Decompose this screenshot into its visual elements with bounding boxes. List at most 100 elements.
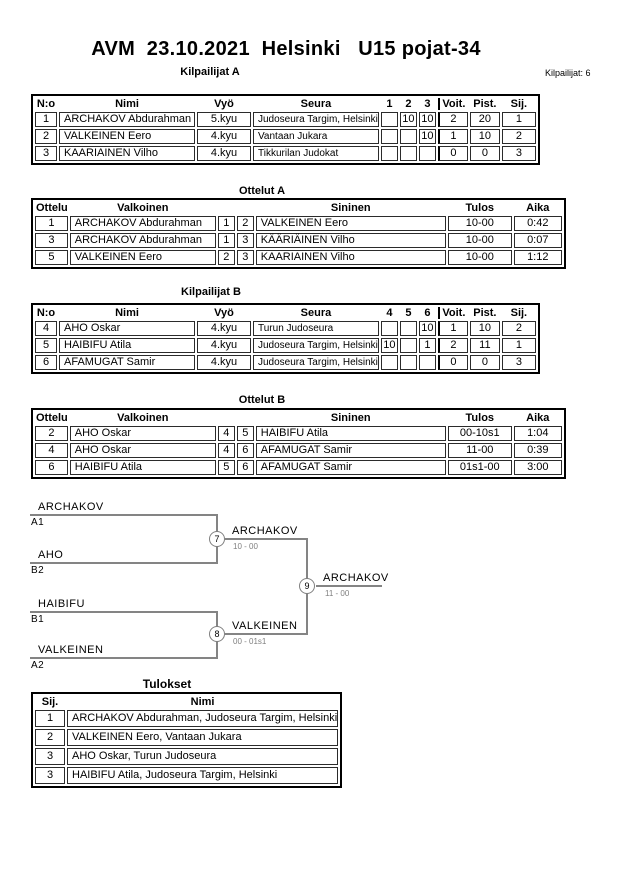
col-header-place: Sij.: [510, 307, 528, 319]
cell-m2: [399, 146, 417, 161]
cell-no: 3: [35, 146, 57, 161]
cell-wno: 1: [217, 233, 235, 248]
col-header-name: Nimi: [115, 98, 139, 110]
cell-m2: 10: [399, 112, 417, 127]
cell-points: 20: [469, 112, 500, 127]
col-header-m2: 2: [405, 98, 412, 110]
cell-white: VALKEINEN Eero: [69, 250, 216, 265]
col-header-m2: 5: [405, 307, 412, 319]
col-header-wno: [218, 202, 235, 214]
pool-a-table: N:o Nimi Vyö Seura 1 2 3 Voit. Pist. Sij…: [31, 94, 540, 165]
cell-white: AHO Oskar: [69, 426, 216, 441]
cell-m1: 10: [380, 338, 398, 353]
cell-name: ARCHAKOV Abdurahman: [59, 112, 195, 127]
cell-match: 2: [35, 426, 68, 441]
cell-belt: 4.kyu: [197, 129, 251, 144]
cell-blue: KAARIAINEN Vilho: [255, 250, 446, 265]
match-number-badge: 9: [299, 578, 315, 594]
cell-name: AHO Oskar, Turun Judoseura: [67, 748, 339, 765]
col-header-wno: [218, 412, 235, 424]
cell-time: 0:07: [513, 233, 562, 248]
bracket-seed: A2: [31, 660, 45, 671]
cell-match: 6: [35, 460, 68, 475]
cell-points: 10: [469, 321, 500, 336]
cell-time: 3:00: [513, 460, 562, 475]
col-header-belt: Vyö: [214, 98, 234, 110]
col-header-result: Tulos: [465, 412, 495, 424]
bracket-line: [316, 585, 382, 587]
bracket-seed: B1: [31, 614, 45, 625]
bracket-winner-name: ARCHAKOV: [232, 525, 298, 537]
cell-bno: 3: [236, 233, 254, 248]
table-row: 1 ARCHAKOV Abdurahman, Judoseura Targim,…: [35, 710, 339, 727]
table-row: 6 AFAMUGAT Samir 4.kyu Judoseura Targim,…: [35, 355, 536, 370]
col-header-time: Aika: [526, 202, 550, 214]
cell-white: ARCHAKOV Abdurahman: [69, 216, 216, 231]
bracket-line: [30, 611, 218, 613]
cell-wins: 1: [437, 321, 468, 336]
cell-m2: [399, 338, 417, 353]
elimination-bracket: ARCHAKOV A1 AHO B2 7 ARCHAKOV 10 - 00 HA…: [28, 498, 418, 678]
cell-m3: [418, 355, 436, 370]
cell-bno: 6: [236, 460, 254, 475]
cell-name: KAARIAINEN Vilho: [59, 146, 195, 161]
col-header-no: N:o: [36, 98, 56, 110]
bracket-winner-name: ARCHAKOV: [323, 572, 389, 584]
bracket-line: [30, 657, 218, 659]
cell-belt: 4.kyu: [197, 321, 251, 336]
bracket-entry-name: ARCHAKOV: [38, 501, 104, 513]
match-number-badge: 8: [209, 626, 225, 642]
col-header-white: Valkoinen: [117, 412, 169, 424]
cell-club: Judoseura Targim, Helsinki: [253, 338, 379, 353]
cell-white: ARCHAKOV Abdurahman: [69, 233, 216, 248]
section-title-matches-a: Ottelut A: [238, 185, 286, 197]
col-header-m3: 3: [424, 98, 431, 110]
col-header-bno: [237, 202, 254, 214]
col-header-m1: 4: [386, 307, 393, 319]
col-header-name: Nimi: [190, 696, 215, 708]
bracket-line: [225, 633, 308, 635]
cell-bno: 3: [236, 250, 254, 265]
header-row: Sij. Nimi: [35, 696, 338, 708]
cell-m2: [399, 355, 417, 370]
section-title-pool-a: Kilpailijat A: [180, 66, 240, 78]
cell-m1: [380, 112, 398, 127]
cell-place: 1: [35, 710, 65, 727]
cell-wins: 0: [437, 355, 468, 370]
col-header-points: Pist.: [473, 98, 497, 110]
cell-result: 10-00: [447, 216, 512, 231]
col-header-match: Ottelu: [36, 202, 68, 214]
cell-no: 4: [35, 321, 57, 336]
cell-name: VALKEINEN Eero: [59, 129, 195, 144]
cell-name: AHO Oskar: [59, 321, 195, 336]
col-header-blue: Sininen: [330, 202, 371, 214]
cell-m1: [380, 129, 398, 144]
cell-place: 2: [35, 729, 65, 746]
cell-wno: 4: [217, 426, 235, 441]
match-number-badge: 7: [209, 531, 225, 547]
cell-match: 1: [35, 216, 68, 231]
table-row: 5 HAIBIFU Atila 4.kyu Judoseura Targim, …: [35, 338, 536, 353]
table-row: 2 VALKEINEN Eero, Vantaan Jukara: [35, 729, 339, 746]
col-header-blue: Sininen: [330, 412, 371, 424]
header-row: Ottelu Valkoinen Sininen Tulos Aika: [35, 202, 562, 214]
table-row: 3 KAARIAINEN Vilho 4.kyu Tikkurilan Judo…: [35, 146, 536, 161]
bracket-entry-name: VALKEINEN: [38, 644, 104, 656]
cell-name: HAIBIFU Atila, Judoseura Targim, Helsink…: [67, 767, 339, 784]
cell-result: 11-00: [447, 443, 512, 458]
pool-b-table: N:o Nimi Vyö Seura 4 5 6 Voit. Pist. Sij…: [31, 303, 540, 374]
cell-belt: 5.kyu: [197, 112, 251, 127]
cell-points: 0: [469, 355, 500, 370]
cell-points: 11: [469, 338, 500, 353]
cell-no: 1: [35, 112, 57, 127]
table-row: 4 AHO Oskar 4 6 AFAMUGAT Samir 11-00 0:3…: [35, 443, 562, 458]
cell-m2: [399, 129, 417, 144]
cell-blue: AFAMUGAT Samir: [255, 460, 446, 475]
cell-m1: [380, 146, 398, 161]
cell-club: Tikkurilan Judokat: [253, 146, 379, 161]
cell-belt: 4.kyu: [197, 146, 251, 161]
col-header-place: Sij.: [41, 696, 59, 708]
header-row: N:o Nimi Vyö Seura 1 2 3 Voit. Pist. Sij…: [35, 98, 536, 110]
table-row: 3 HAIBIFU Atila, Judoseura Targim, Helsi…: [35, 767, 339, 784]
